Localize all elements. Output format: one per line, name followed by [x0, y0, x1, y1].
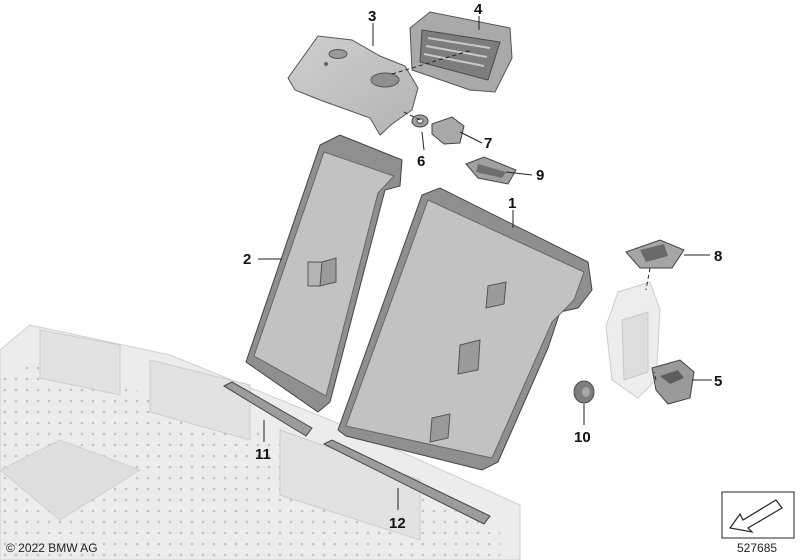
part-2-left-backrest-panel — [245, 134, 403, 413]
part-3-trim-cover — [287, 35, 419, 136]
callout-labels: 1 2 3 4 5 6 7 8 9 10 11 12 — [243, 1, 722, 532]
part-10-cap — [573, 380, 595, 404]
diagram-reference-number: 527685 — [737, 541, 778, 555]
background-seat — [0, 324, 521, 560]
latch-mechanism — [605, 281, 661, 399]
leader-lines — [258, 16, 712, 510]
callout-9: 9 — [536, 167, 544, 184]
callout-10: 10 — [574, 429, 591, 446]
part-9-cover — [465, 156, 517, 185]
part-4-frame — [409, 11, 513, 93]
callout-4: 4 — [474, 1, 483, 18]
assembly-lines — [391, 49, 657, 381]
callout-7: 7 — [484, 135, 492, 152]
callout-1: 1 — [508, 195, 516, 212]
callout-2: 2 — [243, 251, 251, 268]
copyright-text: © 2022 BMW AG — [6, 541, 98, 555]
part-5-latch-cover — [651, 359, 695, 405]
part-1-right-backrest-panel — [337, 187, 593, 471]
callout-3: 3 — [368, 8, 376, 25]
part-11-trim-strip — [222, 381, 313, 437]
callout-12: 12 — [389, 515, 406, 532]
callout-11: 11 — [255, 446, 271, 463]
callout-6: 6 — [417, 153, 425, 170]
part-6-washer — [411, 114, 429, 128]
part-7-clip — [431, 116, 465, 145]
callout-5: 5 — [714, 373, 722, 390]
orientation-arrow-icon — [721, 491, 795, 539]
part-12-trim-strip — [322, 439, 491, 525]
callout-8: 8 — [714, 248, 722, 265]
part-8-button-housing — [625, 239, 685, 269]
